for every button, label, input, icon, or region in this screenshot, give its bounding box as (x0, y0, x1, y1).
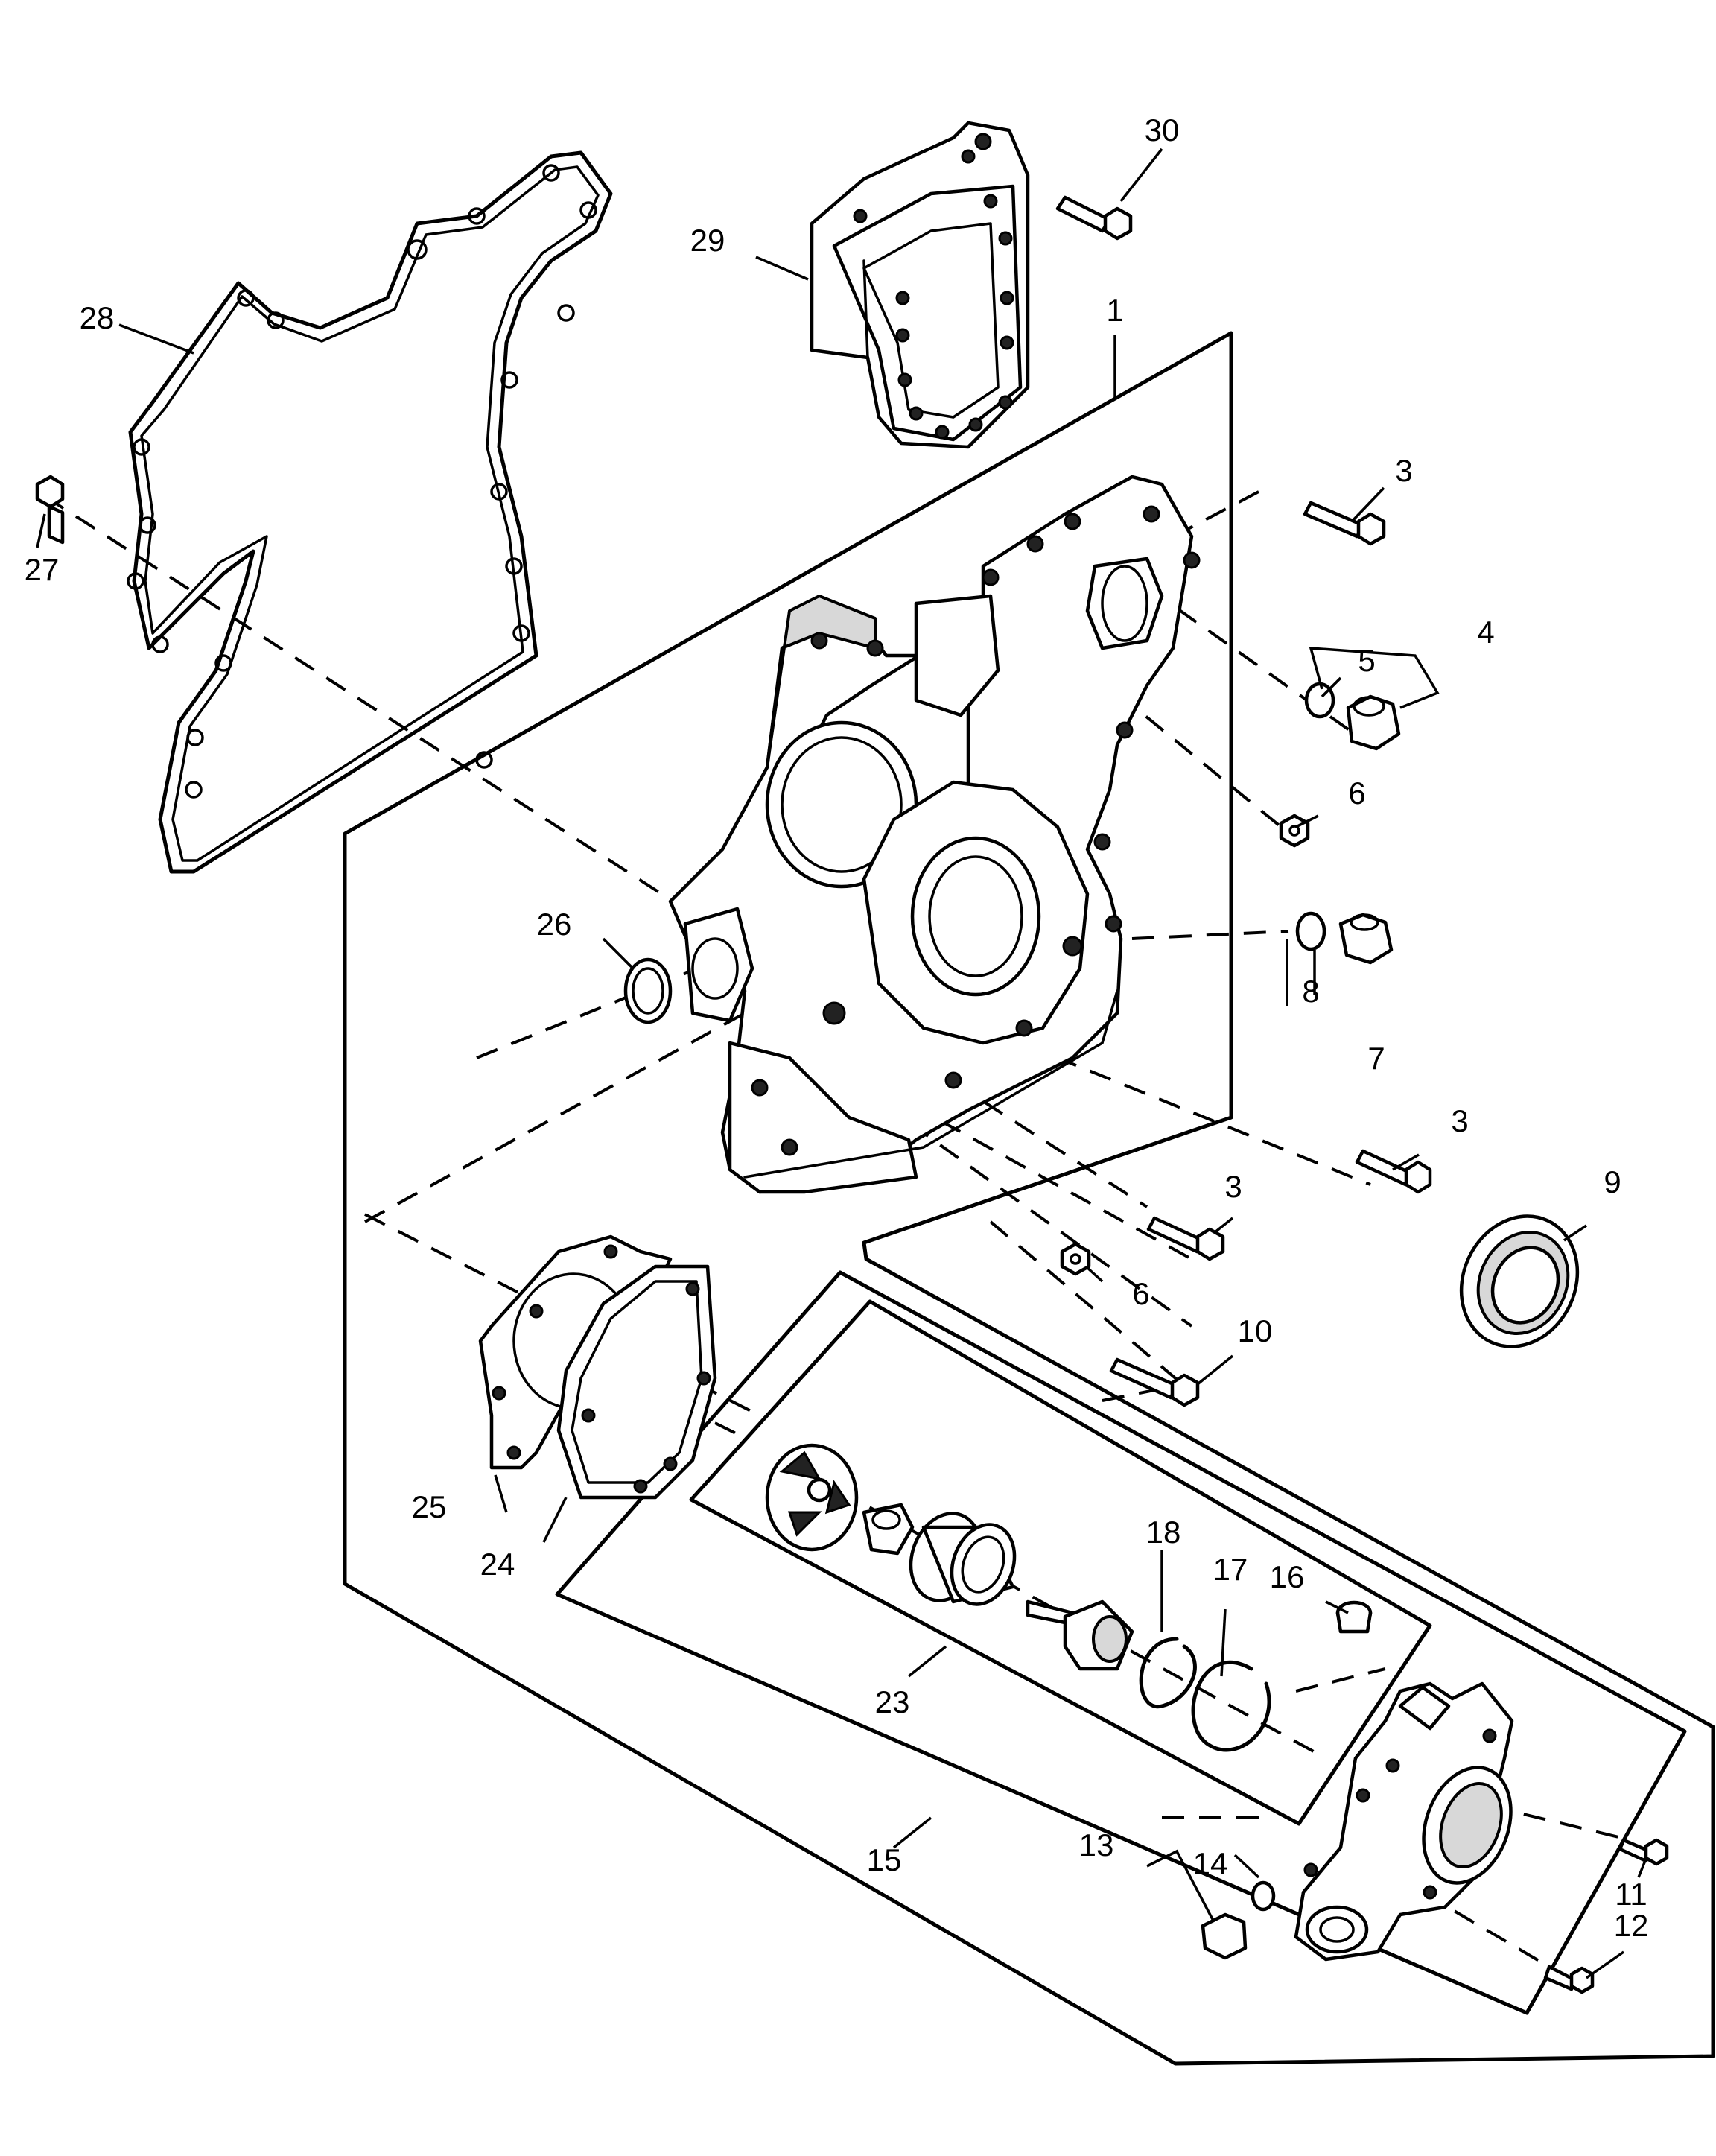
callout-15: 15 (867, 1842, 902, 1877)
pump-gasket (556, 1264, 717, 1500)
housing-bolt-upper (1618, 1838, 1669, 1866)
callout-1: 1 (1106, 293, 1123, 328)
callout-17: 17 (1213, 1552, 1248, 1587)
callout-30: 30 (1145, 112, 1180, 148)
hex-nut-lower (1060, 1242, 1091, 1276)
gasket-bolt (35, 475, 65, 545)
callout-18: 18 (1146, 1515, 1181, 1550)
cover-bolt-middle (1355, 1149, 1432, 1194)
hex-nut-upper (1279, 814, 1310, 848)
callout-8: 8 (1302, 974, 1319, 1009)
sensor-plug-assembly (1295, 911, 1394, 965)
callout-29: 29 (690, 223, 725, 258)
callout-23: 23 (875, 1684, 910, 1719)
crankshaft-oil-seal (1459, 1214, 1580, 1348)
pump-sleeve (1335, 1600, 1373, 1634)
impeller (765, 1443, 859, 1552)
o-ring (623, 957, 673, 1024)
drain-plug-assembly (1304, 682, 1401, 751)
pump-shaft (1026, 1599, 1134, 1671)
callout-16: 16 (1270, 1559, 1305, 1594)
callout-7: 7 (1367, 1041, 1385, 1076)
front-timing-cover (668, 475, 1201, 1194)
assembly-15-frame (555, 1270, 1687, 2015)
callout-4: 4 (1477, 615, 1494, 650)
pump-bearing (909, 1512, 1017, 1606)
callout-11: 11 (1615, 1877, 1647, 1912)
cover-bolt-lower (1146, 1216, 1225, 1261)
callout-12: 12 (1614, 1908, 1649, 1943)
leader-lines (36, 148, 1647, 1979)
callout-26: 26 (537, 907, 572, 942)
callout-3-upper: 3 (1395, 453, 1412, 488)
callout-6-lower: 6 (1132, 1276, 1149, 1311)
front-cover-gasket (127, 150, 613, 874)
callout-28: 28 (80, 300, 115, 335)
assembly-23-frame (689, 1299, 1432, 1826)
callout-25: 25 (412, 1489, 447, 1524)
housing-bolt-lower (1543, 1965, 1595, 1994)
water-pump-housing (1294, 1681, 1514, 1962)
callout-3-middle: 3 (1451, 1103, 1468, 1138)
callout-24: 24 (480, 1547, 515, 1582)
callout-labels: 1 3 3 3 4 5 6 6 7 8 9 10 11 12 13 14 15 … (25, 112, 1649, 1943)
callout-3-lower: 3 (1224, 1169, 1242, 1204)
callout-13: 13 (1079, 1827, 1114, 1862)
snap-ring-inner (1139, 1637, 1197, 1709)
assembly-1-frame (343, 331, 1715, 2066)
snap-ring-outer (1191, 1661, 1271, 1752)
callout-10: 10 (1238, 1313, 1273, 1348)
callout-5: 5 (1358, 643, 1375, 678)
pump-bushing (862, 1503, 915, 1556)
cover-bolt-upper (1303, 501, 1386, 546)
callout-9: 9 (1604, 1164, 1621, 1199)
callout-14: 14 (1193, 1846, 1228, 1881)
pump-bolt-long (1109, 1357, 1200, 1407)
inspection-cover-plate (810, 121, 1030, 449)
callout-27: 27 (25, 552, 60, 587)
cover-plate-bolt (1055, 195, 1133, 241)
housing-plug-assembly (1201, 1880, 1276, 1960)
callout-6-upper: 6 (1348, 776, 1365, 811)
